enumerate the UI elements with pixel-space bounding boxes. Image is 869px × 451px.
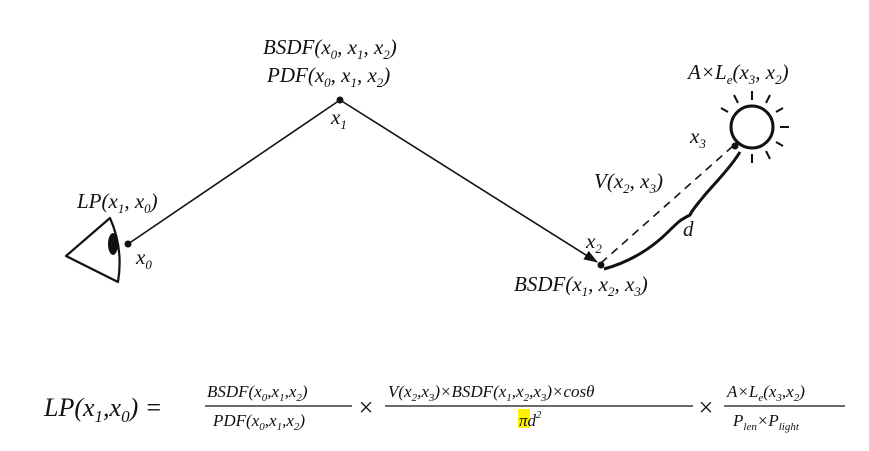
label-pdf-x1: PDF(x0, x1, x2)	[266, 63, 390, 90]
frac3-numerator: A×Le(x3,x2)	[726, 382, 805, 404]
frac1-denominator: PDF(x0,x1,x2)	[212, 411, 305, 433]
path-segment-x1-x2	[339, 99, 598, 263]
frac2-denominator: πd2	[519, 409, 542, 430]
times-sign-1: ×	[357, 393, 375, 422]
distance-brace	[603, 151, 742, 271]
lp-equation: LP(x1,x0) = BSDF(x0,x1,x2) PDF(x0,x1,x2)…	[43, 382, 845, 433]
times-sign-2: ×	[697, 393, 715, 422]
frac1-numerator: BSDF(x0,x1,x2)	[207, 382, 308, 404]
vertex-x1	[336, 96, 344, 104]
shadow-ray-x2-x3	[600, 145, 734, 264]
label-light-emission: A×Le(x3, x2)	[686, 60, 789, 87]
label-visibility: V(x2, x3)	[594, 169, 663, 196]
label-bsdf-x1: BSDF(x0, x1, x2)	[263, 35, 397, 62]
vertex-x2	[597, 261, 605, 269]
vertex-label-x2: x2	[585, 229, 602, 256]
vertex-x0	[124, 240, 132, 248]
vertex-x3	[731, 142, 739, 150]
vertex-label-x0: x0	[135, 245, 152, 272]
frac2-numerator: V(x2,x3)×BSDF(x1,x2,x3)×cosθ	[388, 382, 595, 404]
label-bsdf-x2: BSDF(x1, x2, x3)	[514, 272, 648, 299]
equation-lhs: LP(x1,x0) =	[43, 393, 162, 426]
pi-highlight	[518, 409, 530, 428]
vertex-label-x1: x1	[330, 105, 347, 132]
label-distance: d	[683, 217, 694, 241]
frac3-denominator: Plen×Plight	[732, 411, 800, 433]
sun-light-icon	[720, 91, 789, 163]
label-lp: LP(x1, x0)	[76, 189, 158, 216]
vertex-label-x3: x3	[689, 124, 706, 151]
path-segment-x0-x1	[127, 99, 341, 245]
eye-icon	[64, 216, 121, 284]
